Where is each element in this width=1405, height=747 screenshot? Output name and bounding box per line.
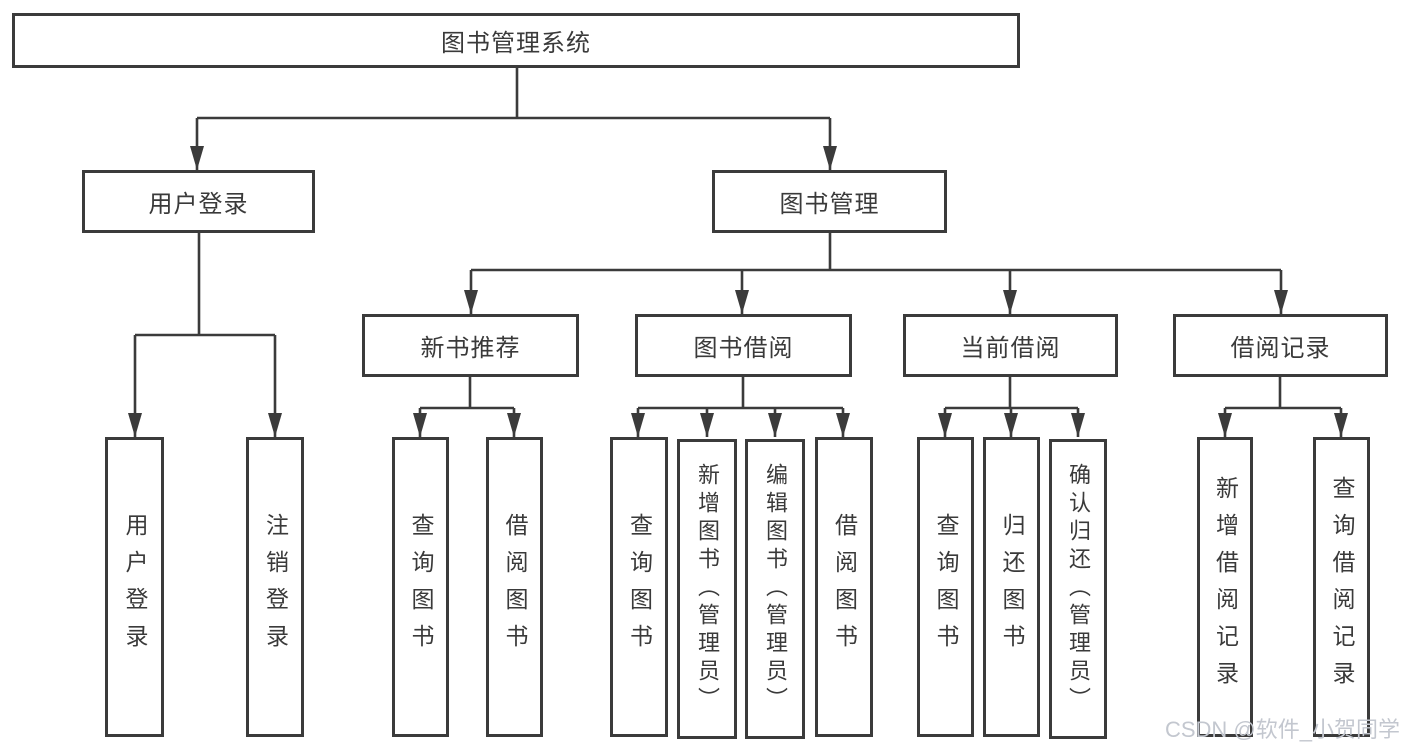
- connector-borrow-records-branch: [1225, 377, 1341, 410]
- leaf-br-query-record-label: 查询借阅记录: [1329, 476, 1355, 698]
- connector-root-branch: [197, 68, 830, 120]
- leaf-cb-query-books-label: 查询图书: [933, 513, 959, 661]
- node-borrow-records-label: 借阅记录: [1230, 335, 1331, 362]
- node-book-borrow: 图书借阅: [635, 314, 852, 377]
- connector-new-books-branch: [420, 377, 514, 410]
- node-new-book-recommend: 新书推荐: [362, 314, 579, 377]
- leaf-br-query-record: 查询借阅记录: [1313, 437, 1370, 737]
- connector-current-borrow-branch: [945, 377, 1078, 410]
- leaf-bb-borrow-books: 借阅图书: [815, 437, 873, 737]
- node-borrow-records: 借阅记录: [1173, 314, 1388, 377]
- leaf-nb-query-books-label: 查询图书: [408, 513, 434, 661]
- connector-user-login-branch: [135, 233, 275, 337]
- leaf-bb-edit-books-admin-label: 编辑图书（管理员）: [763, 463, 788, 715]
- node-root-system: 图书管理系统: [12, 13, 1020, 68]
- leaf-bb-add-books-admin-label: 新增图书（管理员）: [695, 463, 720, 715]
- leaf-br-add-record-label: 新增借阅记录: [1212, 476, 1239, 698]
- leaf-br-add-record: 新增借阅记录: [1197, 437, 1253, 737]
- node-root-label: 图书管理系统: [441, 30, 591, 57]
- leaf-cb-confirm-return-admin-label: 确认归还（管理员）: [1066, 463, 1091, 715]
- leaf-logout-label: 注销登录: [262, 513, 289, 661]
- node-new-book-recommend-label: 新书推荐: [420, 335, 521, 362]
- connector-book-borrow-branch: [638, 377, 843, 410]
- leaf-cb-confirm-return-admin: 确认归还（管理员）: [1049, 439, 1107, 739]
- leaf-nb-query-books: 查询图书: [392, 437, 449, 737]
- leaf-bb-query-books: 查询图书: [610, 437, 668, 737]
- node-user-login-label: 用户登录: [148, 191, 249, 218]
- leaf-nb-borrow-books-label: 借阅图书: [502, 513, 528, 661]
- node-book-borrow-label: 图书借阅: [693, 335, 794, 362]
- leaf-bb-borrow-books-label: 借阅图书: [831, 513, 858, 661]
- connector-book-mgmt-branch: [471, 233, 1281, 272]
- leaf-cb-query-books: 查询图书: [917, 437, 974, 737]
- node-book-management: 图书管理: [712, 170, 947, 233]
- leaf-bb-add-books-admin: 新增图书（管理员）: [677, 439, 737, 739]
- node-book-management-label: 图书管理: [779, 191, 880, 218]
- leaf-cb-return-books-label: 归还图书: [999, 513, 1025, 661]
- leaf-user-login-label: 用户登录: [122, 513, 148, 661]
- leaf-cb-return-books: 归还图书: [983, 437, 1040, 737]
- leaf-user-login: 用户登录: [105, 437, 164, 737]
- node-current-borrow: 当前借阅: [903, 314, 1118, 377]
- node-user-login: 用户登录: [82, 170, 315, 233]
- leaf-logout: 注销登录: [246, 437, 304, 737]
- node-current-borrow-label: 当前借阅: [960, 335, 1061, 362]
- leaf-bb-query-books-label: 查询图书: [626, 513, 653, 661]
- csdn-watermark: CSDN @软件_小贺同学: [1164, 717, 1400, 742]
- leaf-nb-borrow-books: 借阅图书: [486, 437, 543, 737]
- leaf-bb-edit-books-admin: 编辑图书（管理员）: [745, 439, 805, 739]
